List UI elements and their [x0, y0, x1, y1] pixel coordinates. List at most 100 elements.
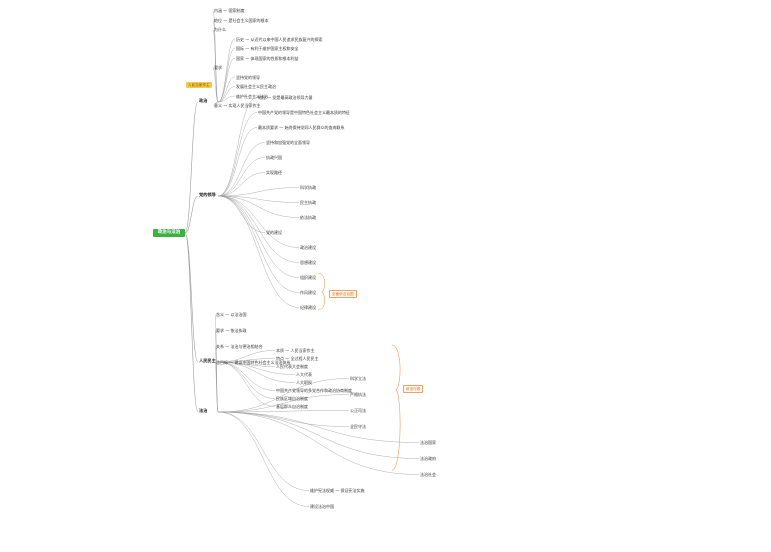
party-node-9[interactable]: 党的建设 — [266, 230, 282, 235]
tag-law: 全面依法治国 — [329, 290, 357, 298]
connector — [217, 411, 420, 443]
connector — [217, 361, 276, 399]
connector — [212, 67, 219, 103]
law-node-1[interactable]: 要求 — 依法执政 — [216, 328, 247, 333]
connector — [184, 101, 199, 234]
connector — [214, 362, 219, 413]
law-node-7[interactable]: 全民守法 — [350, 424, 366, 429]
party-node-6[interactable]: 科学执政 — [300, 185, 316, 190]
law-node-12[interactable]: 建设法治中国 — [310, 504, 334, 509]
branch-law[interactable]: 法治 — [199, 408, 208, 413]
politics-node-0[interactable]: 内涵 — 国家制度 — [214, 8, 245, 13]
connector — [184, 232, 199, 363]
connector — [217, 411, 420, 475]
connector — [217, 411, 310, 491]
connector — [217, 361, 296, 383]
connector — [217, 195, 300, 203]
politics-node-4[interactable]: 国际 — 有利于维护国家主权和安全 — [236, 46, 299, 51]
connector — [217, 127, 258, 197]
connector — [217, 112, 258, 197]
law-node-4[interactable]: 科学立法 — [350, 376, 366, 381]
branch-politics[interactable]: 政治 — [199, 98, 208, 103]
party-node-13[interactable]: 作风建设 — [300, 290, 316, 295]
connector — [217, 172, 266, 197]
law-node-11[interactable]: 维护宪法权威 — 保证宪法实施 — [310, 488, 365, 493]
law-node-6[interactable]: 公正司法 — [350, 408, 366, 413]
connector — [217, 358, 276, 363]
connector — [217, 410, 350, 413]
party-node-4[interactable]: 执政兴国 — [266, 155, 282, 160]
law-node-2[interactable]: 关系 — 法治与德治相结合 — [216, 344, 263, 349]
people-node-4[interactable]: 人大职权 — [296, 380, 312, 385]
connector — [217, 361, 276, 407]
politics-node-3[interactable]: 历史 — 从近代以来中国人民追求民族复兴的探索 — [236, 36, 323, 42]
party-node-12[interactable]: 组织建设 — [300, 275, 316, 280]
politics-node-1[interactable]: 地位 — 是社会主义国家的根本 — [214, 17, 269, 23]
party-node-11[interactable]: 思想建设 — [300, 260, 316, 265]
politics-node-5[interactable]: 国家 — 体现国家的性质和根本利益 — [236, 55, 299, 61]
connector — [217, 86, 236, 103]
law-bracket — [391, 344, 401, 471]
tag-people-rule: 人民当家作主 — [186, 82, 212, 88]
party-node-5[interactable]: 实现路径 — [266, 170, 282, 175]
connector — [217, 195, 300, 218]
politics-node-8[interactable]: 发展社会主义民主政治 — [236, 84, 276, 89]
party-bracket — [317, 272, 325, 311]
people-node-0[interactable]: 本质 — 人民当家作主 — [276, 348, 315, 353]
connector — [217, 157, 266, 197]
party-node-3[interactable]: 坚持和加强党的全面领导 — [266, 140, 310, 145]
law-node-0[interactable]: 含义 — 以法治国 — [216, 312, 247, 317]
connector — [217, 411, 310, 507]
connector — [212, 29, 219, 103]
connector — [217, 195, 266, 233]
party-node-2[interactable]: 最本质要求 — 始终保持党同人民群众的血肉联系 — [258, 125, 345, 130]
people-node-6[interactable]: 民族区域自治制度 — [276, 396, 308, 401]
branch-party[interactable]: 党的领导 — [199, 192, 216, 197]
law-node-10[interactable]: 法治社会 — [420, 472, 436, 477]
connector — [217, 394, 350, 413]
law-node-5[interactable]: 严格执法 — [350, 392, 366, 397]
party-node-14[interactable]: 纪律建设 — [300, 305, 316, 310]
people-node-1[interactable]: 特点 — 全过程人民民主 — [276, 356, 319, 361]
connector — [217, 195, 300, 293]
tag-rule: 依法行政 — [403, 385, 424, 393]
connector — [217, 350, 276, 363]
party-node-8[interactable]: 依法执政 — [300, 215, 316, 220]
branch-people[interactable]: 人民民主 — [199, 358, 216, 363]
people-node-2[interactable]: 人民代表大会制度 — [276, 364, 308, 369]
politics-node-9[interactable]: 维护社会主义法治 — [236, 93, 268, 99]
connector — [217, 95, 236, 103]
people-node-7[interactable]: 基层群众自治制度 — [276, 404, 308, 409]
connector — [217, 361, 276, 391]
connector — [217, 38, 236, 103]
politics-node-10[interactable]: 意义 — 实现人民当家作主 — [214, 103, 261, 108]
connector — [217, 361, 296, 375]
connector — [217, 195, 300, 263]
party-node-0[interactable]: 地位 — 党是最高政治领导力量 — [258, 95, 313, 100]
people-node-3[interactable]: 人大代表 — [296, 372, 312, 377]
party-node-7[interactable]: 民主执政 — [300, 200, 316, 205]
connector — [217, 142, 266, 197]
root-node[interactable]: 政治与法治 — [153, 229, 185, 237]
politics-node-7[interactable]: 坚持党的领导 — [236, 74, 260, 80]
connector — [184, 195, 199, 234]
law-node-9[interactable]: 法治政府 — [420, 456, 436, 461]
connector — [217, 195, 300, 278]
law-node-3[interactable]: 总目标 — 建设中国特色社会主义法治体系 — [216, 360, 291, 365]
politics-node-2[interactable]: 为什么 — [214, 27, 226, 32]
people-node-5[interactable]: 中国共产党领导的多党合作和政治协商制度 — [276, 388, 352, 393]
party-node-1[interactable]: 中国共产党的领导是中国特色社会主义最本质的特征 — [258, 110, 350, 115]
connector — [212, 101, 219, 106]
politics-node-6[interactable]: 要求 — [214, 65, 222, 70]
connector — [217, 195, 300, 248]
connector — [217, 195, 300, 308]
connector — [217, 187, 300, 197]
law-node-8[interactable]: 法治国家 — [420, 440, 436, 445]
connector — [217, 48, 236, 103]
connector — [184, 232, 199, 413]
connector — [217, 411, 420, 459]
party-node-10[interactable]: 政治建设 — [300, 245, 316, 250]
connector — [217, 378, 350, 413]
